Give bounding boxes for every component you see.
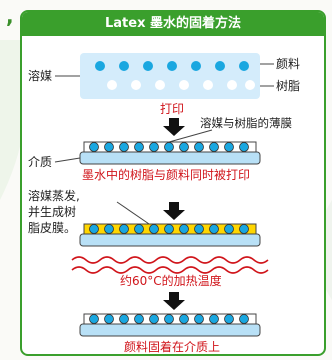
label-print: 打印 <box>160 102 185 116</box>
decor-comma: , <box>6 4 14 28</box>
down-arrow-icon <box>163 202 185 220</box>
label-resin-film: 溶媒与树脂的薄膜 <box>200 116 292 130</box>
layer2-dots <box>89 224 249 234</box>
label-solvent: 溶媒 <box>28 69 53 83</box>
layer1-dots <box>89 142 249 152</box>
heat-waves <box>71 256 269 274</box>
down-arrow-icon <box>163 118 185 136</box>
label-evaporate-1: 溶媒蒸发, <box>28 189 80 203</box>
label-evaporate-2: 并生成树 <box>28 205 77 219</box>
ink-dots <box>95 61 255 90</box>
medium-layer-3 <box>79 323 261 337</box>
diagram-svg <box>54 53 274 337</box>
label-medium: 介质 <box>28 155 53 169</box>
medium-layer-2 <box>79 233 261 247</box>
diagram-frame: Latex 墨水的固着方法 <box>20 10 326 356</box>
label-pigment: 颜料 <box>276 57 301 71</box>
label-resin: 树脂 <box>276 79 301 93</box>
layer3-dots <box>89 314 249 324</box>
label-simultaneous: 墨水中的树脂与颜料同时被打印 <box>82 168 251 182</box>
label-evaporate-3: 脂皮膜。 <box>28 221 77 235</box>
label-heating: 约60°C的加热温度 <box>120 274 222 288</box>
down-arrow-icon <box>163 292 185 310</box>
label-fixed: 颜料固着在介质上 <box>124 340 221 354</box>
ink-box <box>80 53 260 99</box>
diagram-title: Latex 墨水的固着方法 <box>22 12 324 36</box>
medium-layer-1 <box>79 151 261 165</box>
